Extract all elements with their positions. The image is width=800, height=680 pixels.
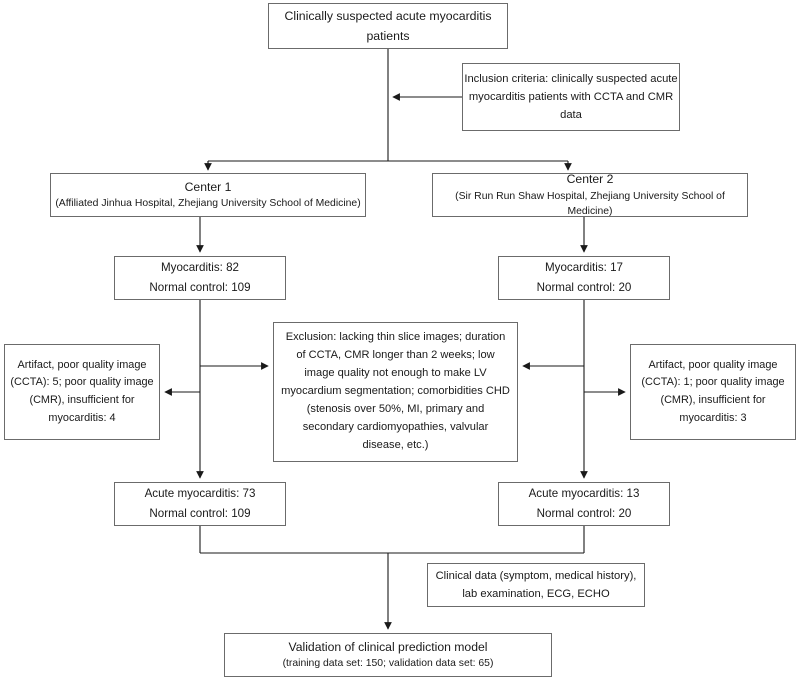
node-acute-center-1-myocarditis: Acute myocarditis: 73 bbox=[144, 487, 256, 501]
node-acute-center-1: Acute myocarditis: 73 Normal control: 10… bbox=[114, 482, 286, 526]
node-suspected-line1: Clinically suspected acute myocarditis bbox=[284, 8, 492, 23]
node-clinical-data: Clinical data (symptom, medical history)… bbox=[427, 563, 645, 607]
node-acute-center-2-normal-control: Normal control: 20 bbox=[536, 507, 632, 520]
node-center-1-counts: Myocarditis: 82 Normal control: 109 bbox=[114, 256, 286, 300]
node-artifact-center-1-text: Artifact, poor quality image (CCTA): 5; … bbox=[10, 358, 154, 424]
node-center-1-title: Center 1 bbox=[184, 179, 232, 194]
node-center-2: Center 2 (Sir Run Run Shaw Hospital, Zhe… bbox=[432, 172, 748, 217]
node-validation-title: Validation of clinical prediction model bbox=[288, 639, 488, 654]
node-suspected-patients: Clinically suspected acute myocarditis p… bbox=[268, 3, 508, 49]
node-center-2-normal-control: Normal control: 20 bbox=[536, 281, 632, 294]
node-inclusion-text: Inclusion criteria: clinically suspected… bbox=[464, 72, 678, 122]
node-exclusion-text: Exclusion: lacking thin slice images; du… bbox=[281, 331, 510, 451]
node-validation-model: Validation of clinical prediction model … bbox=[224, 633, 552, 677]
node-center-1-normal-control: Normal control: 109 bbox=[149, 281, 251, 294]
node-exclusion-criteria: Exclusion: lacking thin slice images; du… bbox=[273, 322, 518, 462]
node-validation-subtitle: (training data set: 150; validation data… bbox=[282, 658, 494, 670]
node-center-2-myocarditis: Myocarditis: 17 bbox=[545, 261, 623, 275]
node-center-2-counts: Myocarditis: 17 Normal control: 20 bbox=[498, 256, 670, 300]
node-clinical-data-text: Clinical data (symptom, medical history)… bbox=[435, 569, 637, 600]
node-center-1: Center 1 (Affiliated Jinhua Hospital, Zh… bbox=[50, 173, 366, 217]
node-center-2-subtitle: (Sir Run Run Shaw Hospital, Zhejiang Uni… bbox=[455, 190, 725, 217]
node-center-1-myocarditis: Myocarditis: 82 bbox=[161, 261, 239, 275]
node-suspected-line2: patients bbox=[366, 29, 410, 43]
node-acute-center-2: Acute myocarditis: 13 Normal control: 20 bbox=[498, 482, 670, 526]
node-artifact-center-2: Artifact, poor quality image (CCTA): 1; … bbox=[630, 344, 796, 440]
node-artifact-center-2-text: Artifact, poor quality image (CCTA): 1; … bbox=[641, 358, 785, 424]
node-inclusion-criteria: Inclusion criteria: clinically suspected… bbox=[462, 63, 680, 131]
node-center-2-title: Center 2 bbox=[566, 172, 614, 187]
node-artifact-center-1: Artifact, poor quality image (CCTA): 5; … bbox=[4, 344, 160, 440]
node-acute-center-2-myocarditis: Acute myocarditis: 13 bbox=[528, 487, 640, 501]
node-center-1-subtitle: (Affiliated Jinhua Hospital, Zhejiang Un… bbox=[55, 198, 361, 210]
node-acute-center-1-normal-control: Normal control: 109 bbox=[149, 507, 251, 520]
